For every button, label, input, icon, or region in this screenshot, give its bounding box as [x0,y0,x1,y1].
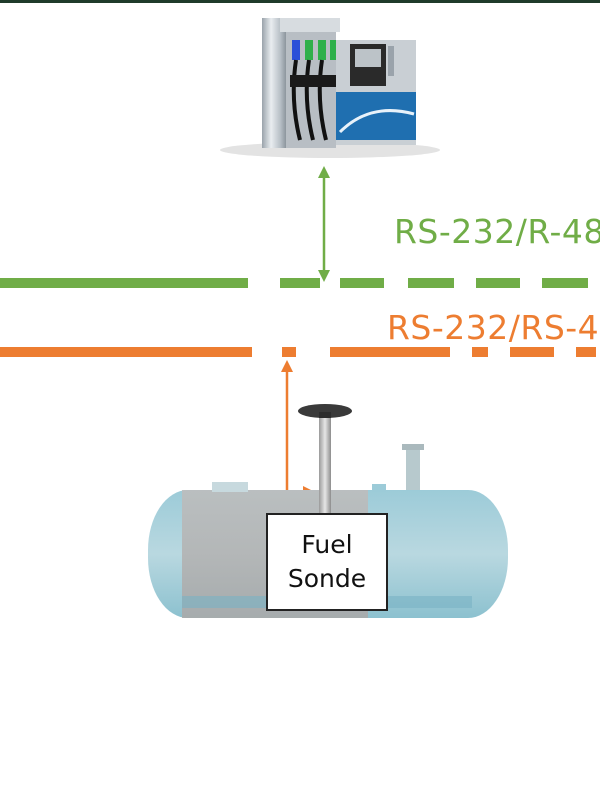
fuel-sonde-box: Fuel Sonde [266,513,388,611]
orange-bus-label: RS-232/RS-4 [387,308,600,347]
green-bus-label: RS-232/R-48 [394,212,600,251]
top-border [0,0,600,3]
fuel-probe-icon [298,404,352,514]
green-double-arrow [318,166,330,282]
sonde-label-line1: Fuel [301,530,353,559]
orange-arrow [281,360,315,498]
sonde-label-line2: Sonde [287,564,367,593]
fuel-dispenser-icon [220,18,440,158]
